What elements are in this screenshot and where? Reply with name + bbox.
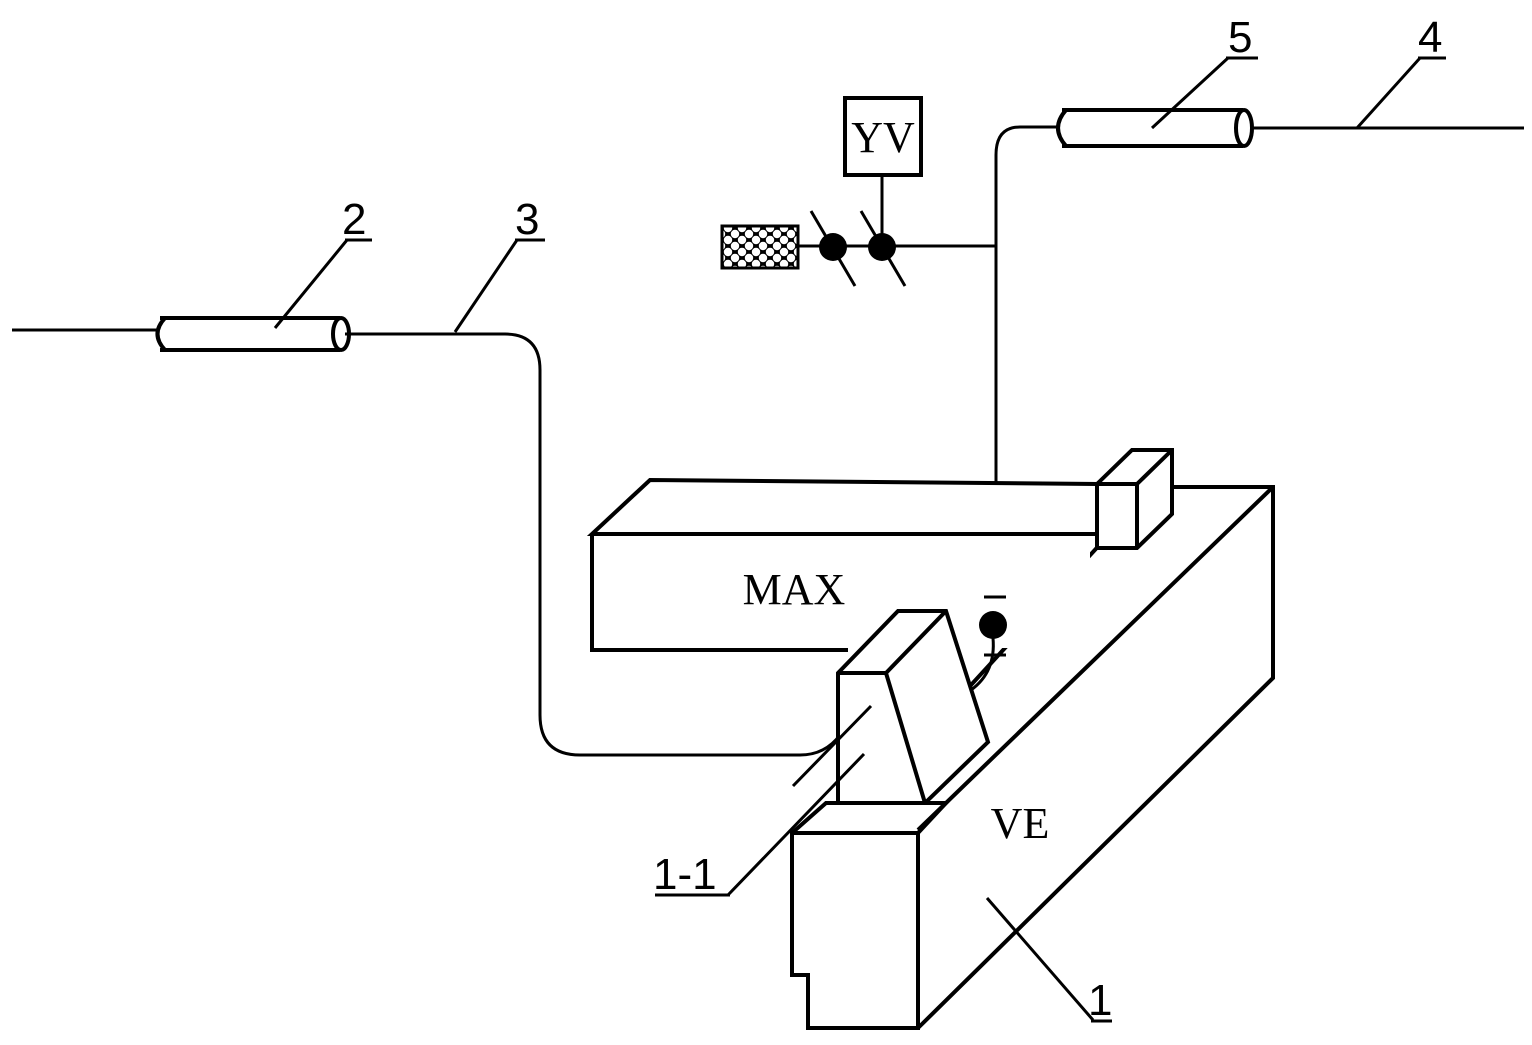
part-label-1-1: 1-1	[653, 850, 717, 899]
valve-ball-icon	[868, 233, 896, 261]
honeycomb-filter-icon	[720, 224, 800, 270]
filter	[720, 224, 800, 270]
ve-body: VE	[790, 485, 1275, 1030]
valve-manual	[809, 210, 857, 287]
part-label-2: 2	[342, 195, 366, 244]
leader-1-1: 1-1	[653, 704, 873, 899]
valve-ball-icon	[979, 611, 1007, 639]
leader-4: 4	[1355, 13, 1446, 130]
part-label-4: 4	[1418, 13, 1442, 62]
yv-label: YV	[851, 113, 915, 162]
yv-box: YV	[843, 96, 923, 177]
leader-1: 1	[985, 897, 1112, 1025]
nozzle-head	[836, 609, 991, 805]
part-label-3: 3	[515, 195, 539, 244]
leader-2: 2	[273, 195, 372, 329]
cylinder-2	[155, 316, 351, 352]
head-valve	[970, 595, 1007, 692]
max-block: MAX	[586, 477, 1099, 652]
vertical-feed-pipe	[994, 125, 1060, 596]
leader-5: 5	[1150, 13, 1258, 130]
valve-ball-icon	[819, 233, 847, 261]
cylinder-5	[1056, 108, 1254, 148]
end-cube	[1095, 448, 1174, 550]
part-label-5: 5	[1228, 13, 1252, 62]
part-label-1: 1	[1088, 976, 1112, 1025]
max-label: MAX	[743, 565, 846, 614]
leader-3: 3	[453, 195, 545, 333]
pipe-3	[345, 332, 842, 757]
valve-solenoid	[859, 175, 907, 287]
ve-label: VE	[991, 799, 1050, 848]
